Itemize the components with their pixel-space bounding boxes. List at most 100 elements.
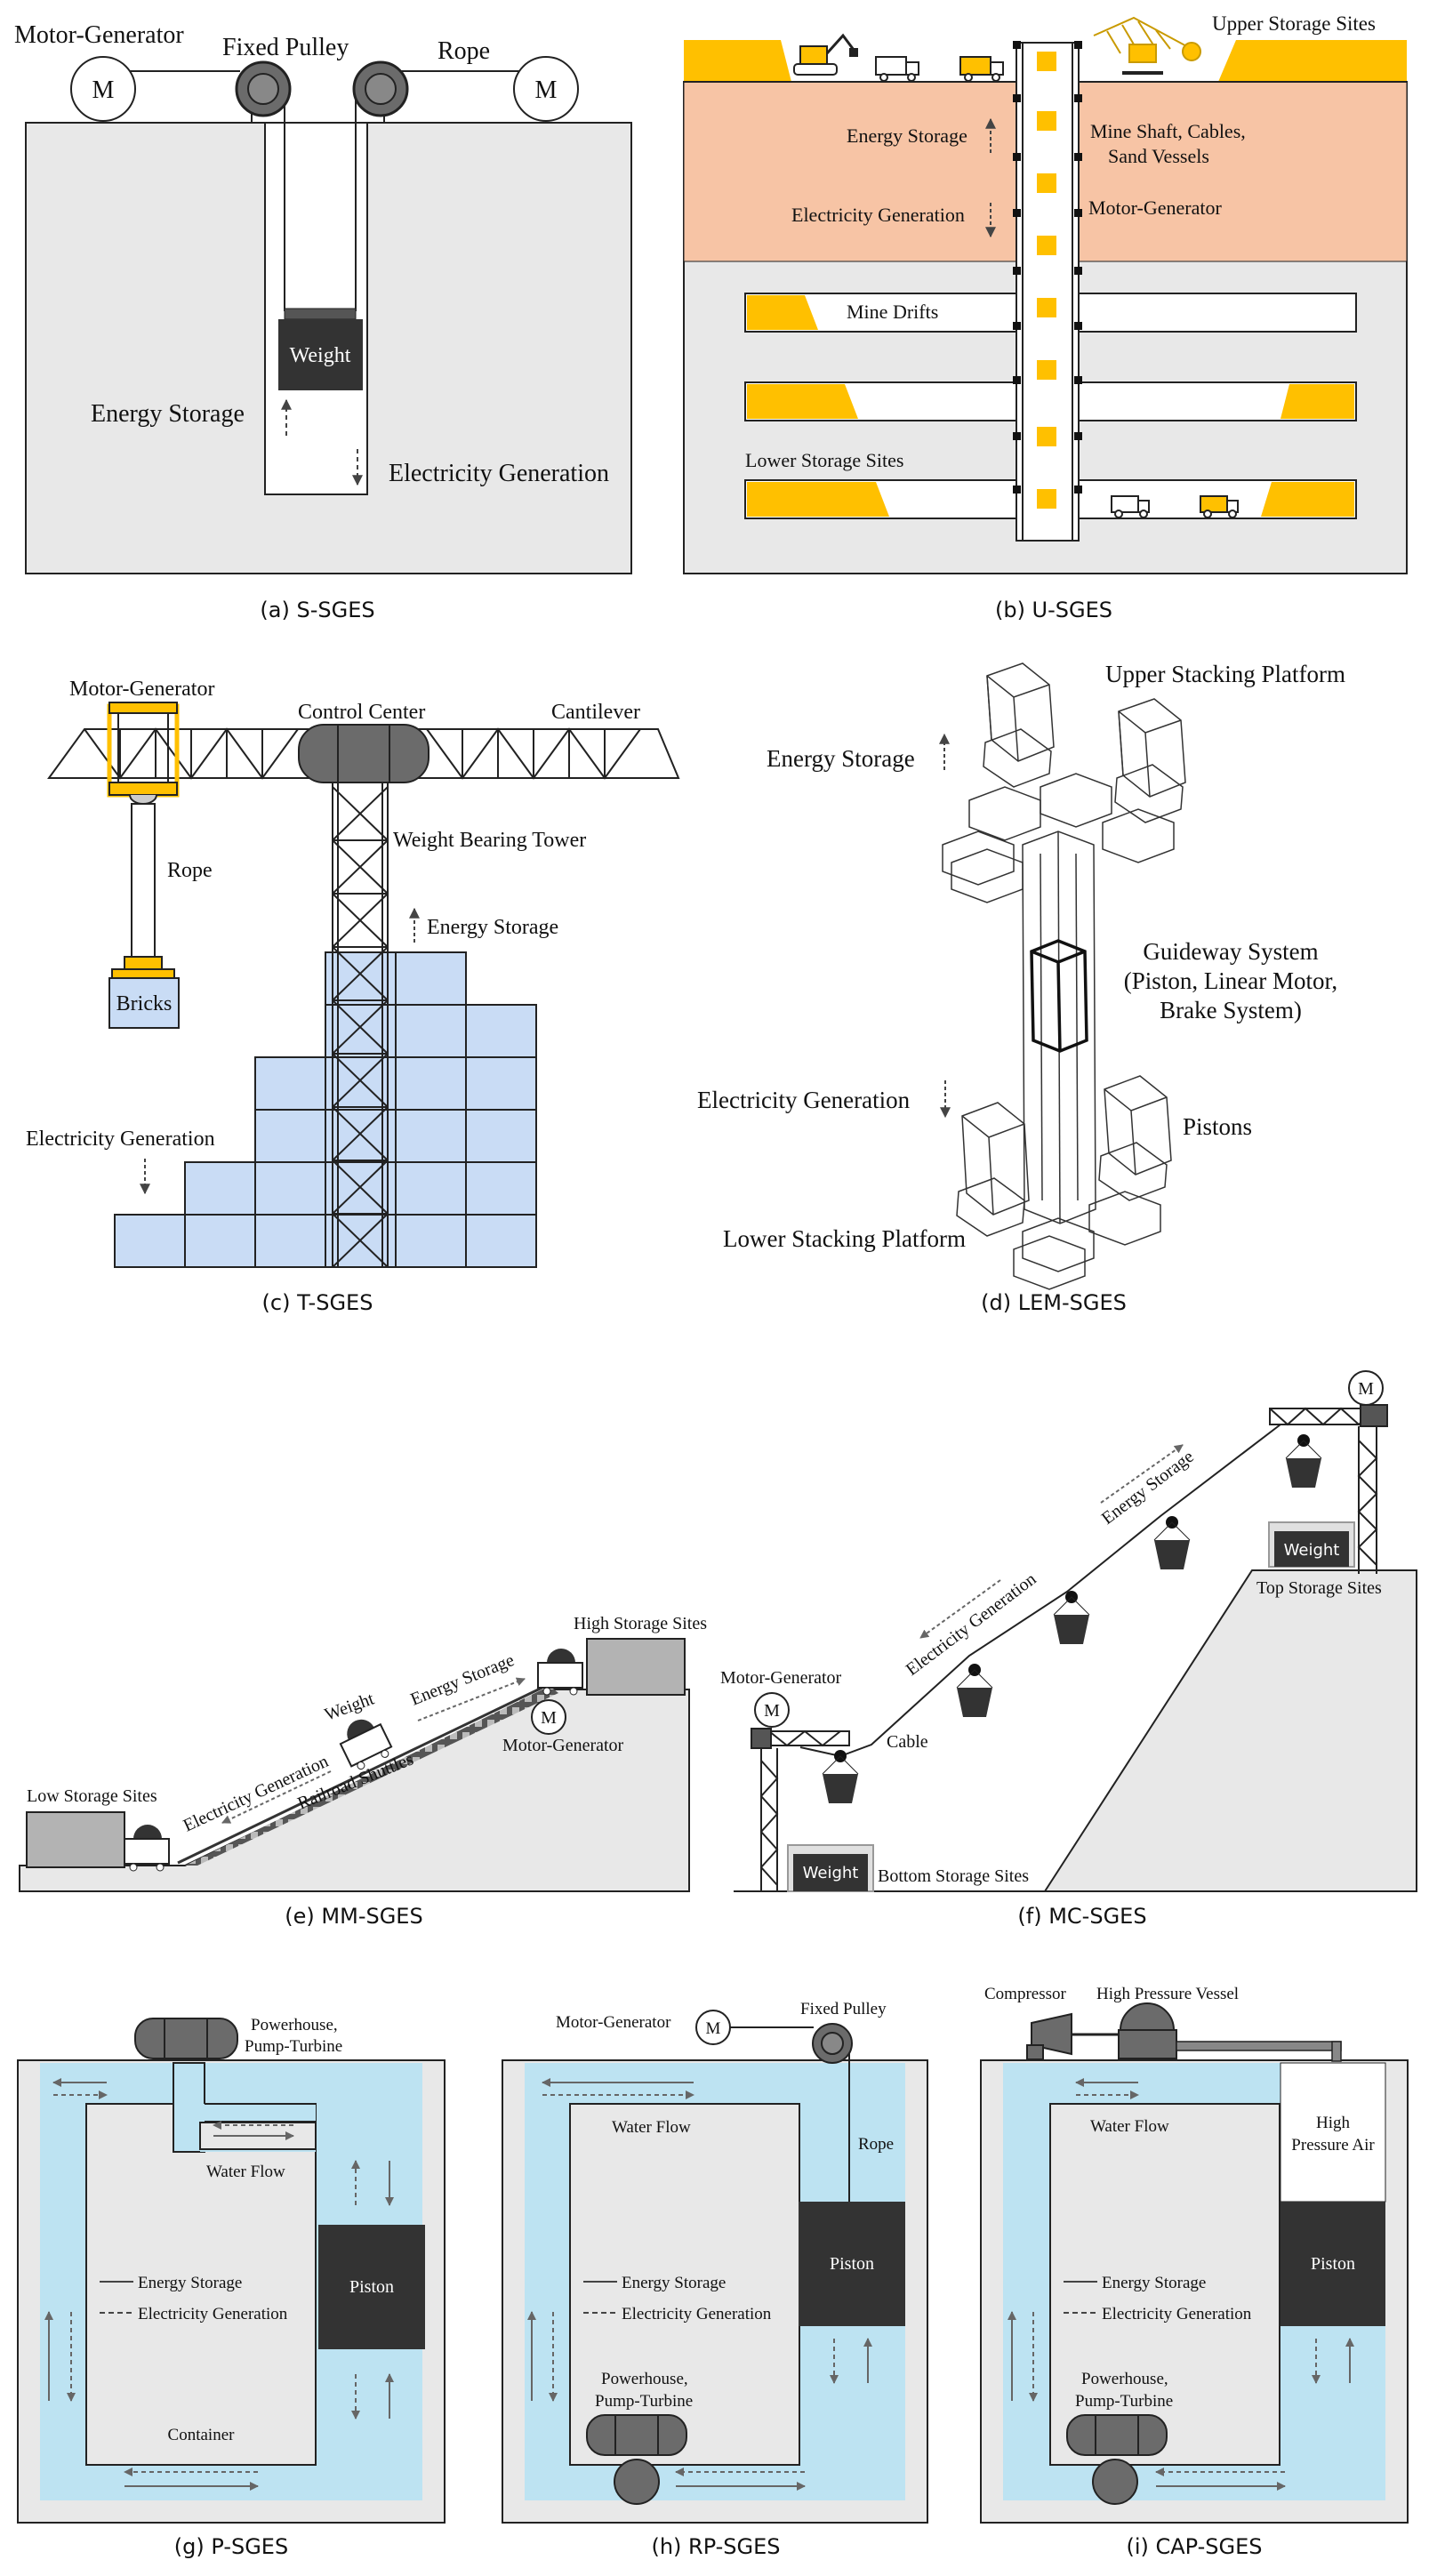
piston-block: [799, 2202, 905, 2326]
high-storage-site: [586, 1638, 686, 1696]
high-pressure-air-label: High: [1316, 2114, 1351, 2132]
motor-generator-icon: [70, 56, 136, 122]
pump-turbine-icon: [614, 2459, 660, 2505]
shuttle-icon: [124, 1825, 170, 1872]
electricity-generation-label: Electricity Generation: [791, 204, 965, 226]
mine-drifts-label: Mine Drifts: [847, 301, 938, 323]
caption-g: (g) P-SGES: [174, 2534, 288, 2559]
weight-label: Weight: [803, 1864, 859, 1882]
bottom-tower: [751, 1728, 850, 1891]
panel-g: Piston Energy Storage Electricity Genera…: [17, 2016, 446, 2559]
container-core: [569, 2103, 800, 2466]
electricity-generation-label: Electricity Generation: [903, 1569, 1040, 1680]
high-pressure-vessel-icon: [1118, 2002, 1177, 2059]
air-pipe-horizontal: [1176, 2041, 1342, 2051]
panel-i: Piston Energy Storage Electricity: [980, 1985, 1409, 2559]
motor-symbol: M: [1358, 1379, 1374, 1399]
high-storage-label: High Storage Sites: [574, 1614, 707, 1633]
guideway-label: (Piston, Linear Motor,: [1124, 967, 1337, 994]
motor-generator-label: Motor-Generator: [502, 1736, 624, 1755]
high-pressure-vessel-label: High Pressure Vessel: [1096, 1985, 1239, 2003]
bottom-storage-label: Bottom Storage Sites: [878, 1866, 1029, 1886]
upper-prism: [1114, 698, 1186, 823]
energy-storage-label: Energy Storage: [91, 400, 245, 428]
motor-generator-icon: [1348, 1370, 1384, 1406]
caption-c: (c) T-SGES: [262, 1290, 373, 1315]
legend-electricity-generation: Electricity Generation: [1102, 2305, 1252, 2323]
rope-label: Rope: [167, 859, 213, 882]
water-flow-label: Water Flow: [1090, 2117, 1169, 2136]
top-storage-label: Top Storage Sites: [1256, 1578, 1382, 1598]
electricity-generation-label: Electricity Generation: [697, 1087, 911, 1113]
drift-fill: [747, 482, 889, 517]
mine-shaft-label: Sand Vessels: [1108, 145, 1209, 167]
container-label: Container: [168, 2426, 236, 2444]
compressor-label: Compressor: [984, 1985, 1067, 2003]
motor-generator-label: Motor-Generator: [14, 21, 184, 49]
sand-vessels: [1037, 52, 1056, 509]
piston-block: [1030, 939, 1088, 1053]
electricity-generation-label: Electricity Generation: [389, 460, 609, 487]
fixed-pulley-label: Fixed Pulley: [800, 2000, 887, 2018]
bucket-icon: [1153, 1516, 1191, 1569]
motor-symbol: M: [764, 1701, 780, 1721]
caption-e: (e) MM-SGES: [285, 1904, 422, 1929]
energy-storage-arrow: [1100, 1444, 1184, 1504]
motor-symbol: M: [541, 1708, 557, 1728]
honeycomb-platform: [942, 773, 1175, 903]
panel-h: M Piston Energy Storage Electricity Gene…: [502, 2000, 928, 2559]
trolley-bottom: [108, 782, 178, 796]
tower-label: Weight Bearing Tower: [393, 829, 586, 852]
upper-storage-left: [684, 40, 791, 82]
piston-block: [1280, 2202, 1385, 2326]
upper-prism: [983, 662, 1055, 788]
motor-generator-label: Motor-Generator: [1088, 197, 1223, 219]
legend-electricity-generation: Electricity Generation: [622, 2305, 772, 2323]
powerhouse-label: Pump-Turbine: [1075, 2392, 1173, 2411]
hoist-drum: [129, 794, 157, 805]
cable-label: Cable: [887, 1732, 928, 1752]
railroad-track-edge: [177, 1681, 552, 1865]
caption-a: (a) S-SGES: [260, 598, 374, 622]
water-flow-label: Water Flow: [206, 2163, 285, 2181]
guideway-label: Guideway System: [1143, 938, 1318, 965]
motor-generator-label: Motor-Generator: [720, 1668, 842, 1688]
fixed-pulley-hub: [365, 73, 397, 105]
piston-block: [318, 2225, 425, 2349]
stacker-crane-icon: [1093, 16, 1201, 75]
rope-block: [131, 803, 156, 958]
shuttle-icon: [537, 1649, 583, 1696]
panel-d-labels: Upper Stacking Platform Energy Storage G…: [697, 661, 1345, 1315]
fixed-pulley-hub: [821, 2032, 844, 2055]
flow-arrows: [527, 2078, 872, 2491]
pump-turbine-icon: [1092, 2459, 1138, 2505]
piston-label: Piston: [1311, 2254, 1355, 2274]
caption-h: (h) RP-SGES: [651, 2534, 780, 2559]
bucket-icon: [1285, 1434, 1322, 1488]
upper-storage-label: Upper Storage Sites: [1212, 12, 1376, 35]
motor-generator-label: Motor-Generator: [556, 2013, 671, 2032]
guideway-label: Brake System): [1160, 997, 1302, 1023]
pistons-label: Pistons: [1183, 1113, 1252, 1140]
truck-icon: [1111, 495, 1150, 518]
cantilever-truss: [47, 727, 680, 780]
motor-generator-label: Motor-Generator: [69, 678, 214, 701]
panel-f: M M: [720, 1370, 1417, 1929]
control-center-label: Control Center: [298, 701, 425, 724]
motor-generator-icon: [531, 1699, 566, 1735]
powerhouse-icon: [586, 2414, 687, 2456]
high-pressure-air-label: Pressure Air: [1291, 2136, 1375, 2155]
lower-storage-label: Lower Storage Sites: [745, 449, 903, 471]
bucket-icon: [956, 1664, 993, 1717]
piston-label: Piston: [349, 2277, 394, 2297]
powerhouse-icon: [134, 2018, 238, 2059]
truck-icon: [1200, 495, 1239, 518]
legend-energy-storage: Energy Storage: [138, 2274, 242, 2292]
energy-storage-arrow: [417, 1677, 526, 1721]
trolley-top: [108, 702, 178, 714]
drift-fill: [1280, 384, 1354, 419]
container-core: [85, 2103, 317, 2466]
bricks-block: [108, 977, 180, 1029]
electricity-generation-label: Electricity Generation: [26, 1128, 215, 1151]
